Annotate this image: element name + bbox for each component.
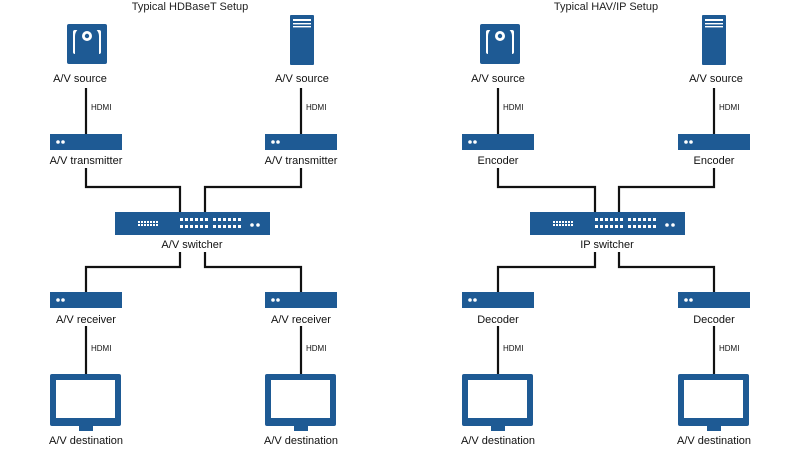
switcher-label: A/V switcher — [161, 239, 222, 251]
encoder-label: Encoder — [478, 155, 519, 167]
monitor-icon — [462, 374, 533, 431]
transmitter-device — [265, 134, 337, 150]
source-label: A/V source — [689, 73, 743, 85]
hdmi-label: HDMI — [503, 344, 523, 353]
destination-label: A/V destination — [461, 435, 535, 447]
decoder-device — [678, 292, 750, 308]
hdmi-label: HDMI — [306, 344, 326, 353]
switcher-label: IP switcher — [580, 239, 634, 251]
hdmi-label: HDMI — [306, 103, 326, 112]
tower-server-icon — [290, 15, 314, 65]
destination-label: A/V destination — [264, 435, 338, 447]
diagram-title: Typical HDBaseT Setup — [132, 1, 249, 13]
connection-lines — [496, 88, 716, 374]
destination-label: A/V destination — [49, 435, 123, 447]
sender-1-to-switch — [84, 168, 182, 212]
switch-to-receiver-1 — [84, 252, 182, 292]
connection-lines — [84, 88, 303, 374]
tower-server-icon — [702, 15, 726, 65]
hdmi-label: HDMI — [91, 103, 111, 112]
sender-2-to-switch — [617, 168, 716, 212]
hdmi-label: HDMI — [91, 344, 111, 353]
destination-label: A/V destination — [677, 435, 751, 447]
hdmi-label: HDMI — [503, 103, 523, 112]
source-label: A/V source — [471, 73, 525, 85]
ptz-camera-icon — [67, 24, 107, 64]
monitor-icon — [678, 374, 749, 431]
decoder-label: Decoder — [693, 314, 735, 326]
receiver-label: A/V receiver — [271, 314, 331, 326]
monitor-icon — [265, 374, 336, 431]
hdmi-label: HDMI — [719, 344, 739, 353]
hdbaset-diagram: Typical HDBaseT Setup A/V source — [49, 1, 338, 447]
transmitter-label: A/V transmitter — [50, 155, 123, 167]
sender-2-to-switch — [203, 168, 303, 212]
source-label: A/V source — [275, 73, 329, 85]
switcher-device — [115, 212, 270, 235]
encoder-label: Encoder — [694, 155, 735, 167]
switch-to-receiver-2 — [203, 252, 303, 292]
encoder-device — [462, 134, 534, 150]
receiver-label: A/V receiver — [56, 314, 116, 326]
source-label: A/V source — [53, 73, 107, 85]
hav-ip-diagram: Typical HAV/IP Setup A/V source A/V sour… — [461, 1, 751, 447]
receiver-device — [265, 292, 337, 308]
ptz-camera-icon — [480, 24, 520, 64]
transmitter-device — [50, 134, 122, 150]
decoder-label: Decoder — [477, 314, 519, 326]
ip-switcher-device — [530, 212, 685, 235]
decoder-device — [462, 292, 534, 308]
diagram-title: Typical HAV/IP Setup — [554, 1, 658, 13]
monitor-icon — [50, 374, 121, 431]
encoder-device — [678, 134, 750, 150]
transmitter-label: A/V transmitter — [265, 155, 338, 167]
receiver-device — [50, 292, 122, 308]
hdmi-label: HDMI — [719, 103, 739, 112]
switch-to-receiver-2 — [617, 252, 716, 292]
sender-1-to-switch — [496, 168, 597, 212]
switch-to-receiver-1 — [496, 252, 597, 292]
